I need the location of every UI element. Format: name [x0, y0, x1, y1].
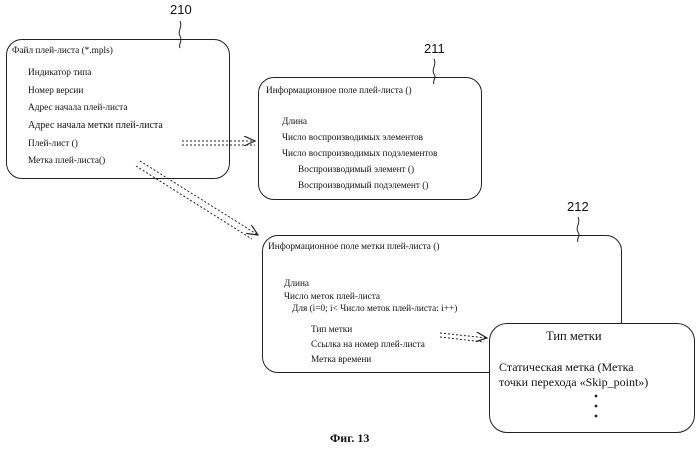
ref-210: 210	[170, 2, 192, 17]
ref-212: 212	[567, 199, 589, 214]
field-length: Длина	[282, 117, 307, 128]
field-mark-length: Длина	[284, 279, 309, 290]
field-mark-type: Тип метки	[311, 325, 352, 336]
loop-statement: Для (i=0; i< Число меток плей-листа: i++…	[292, 304, 457, 315]
figure-caption: Фиг. 13	[330, 431, 369, 445]
mark-type-line-1: Статическая метка (Метка	[499, 360, 634, 374]
playlist-info-title: Информационное поле плей-листа ()	[266, 86, 412, 97]
mark-type-line-2: точки перехода «Skip_point»)	[499, 375, 648, 389]
field-playitem: Воспроизводимый элемент ()	[298, 165, 414, 176]
field-playitem-count: Число воспроизводимых элементов	[282, 133, 423, 144]
field-playlist-mark: Метка плей-листа()	[28, 156, 105, 167]
field-playlist-number-ref: Ссылка на номер плей-листа	[311, 340, 425, 351]
field-type-indicator: Индикатор типа	[28, 68, 91, 79]
field-mark-count: Число меток плей-листа	[284, 292, 380, 303]
field-subplayitem: Воспроизводимый подэлемент ()	[298, 181, 428, 192]
field-playlist: Плей-лист ()	[28, 139, 78, 150]
playlist-file-title: Файл плей-листа (*.mpls)	[12, 46, 113, 57]
playlist-mark-info-title: Информационное поле метки плей-листа ()	[268, 242, 439, 253]
field-playlist-mark-start-address: Адрес начала метки плей-листа	[28, 120, 163, 131]
field-playlist-start-address: Адрес начала плей-листа	[28, 103, 127, 114]
ref-211: 211	[424, 41, 445, 56]
field-subplayitem-count: Число воспроизводимых подэлементов	[282, 149, 437, 160]
field-mark-time: Метка времени	[311, 355, 371, 366]
mark-type-title: Тип метки	[546, 329, 602, 343]
field-version-number: Номер версии	[28, 86, 83, 97]
